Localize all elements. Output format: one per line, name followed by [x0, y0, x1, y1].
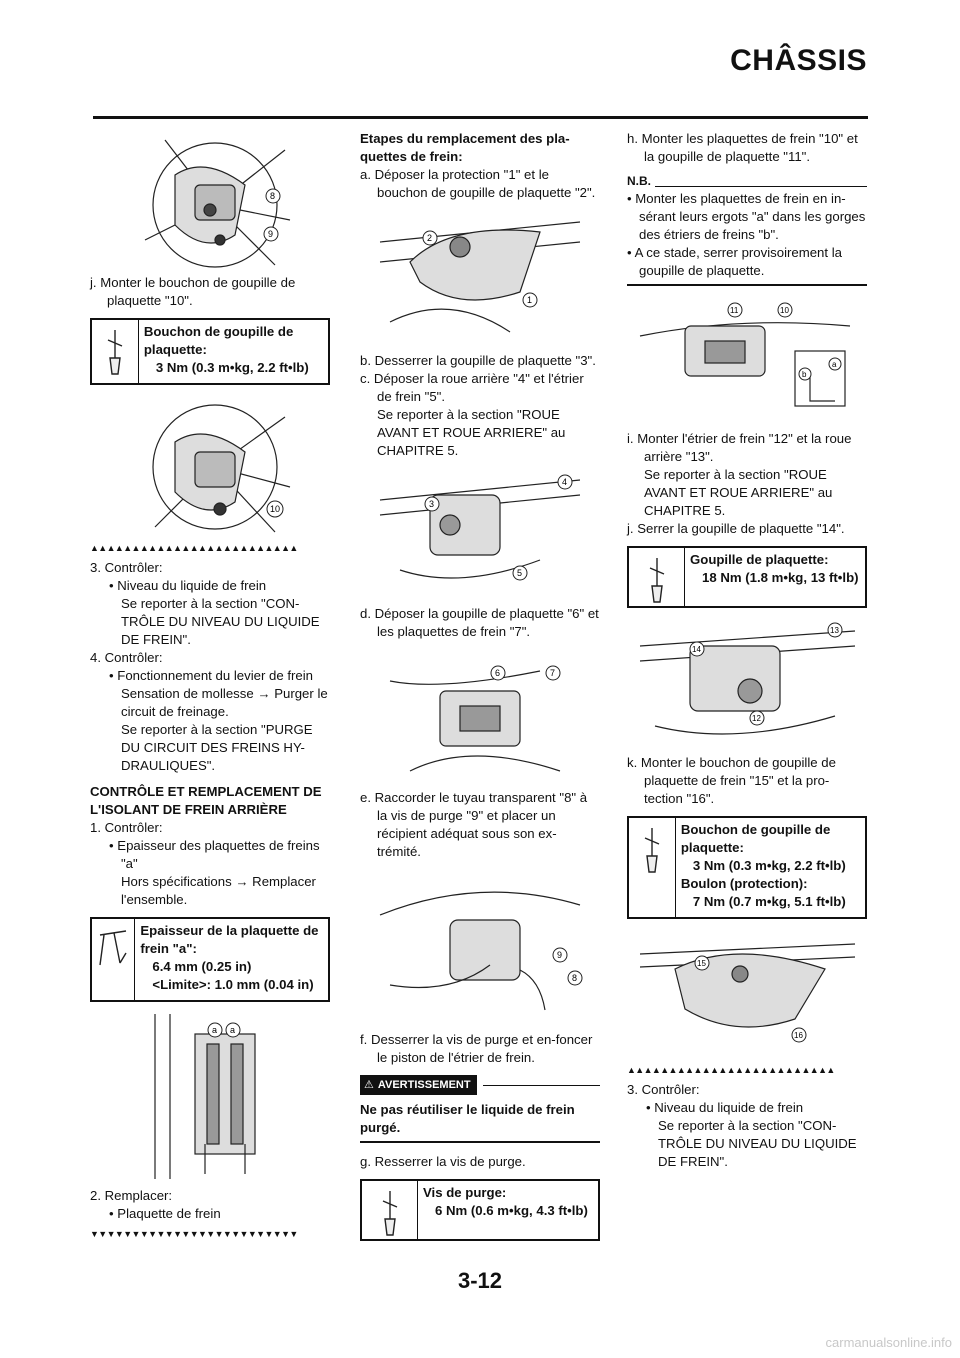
step-i: i. Monter l'étrier de frein "12" et la r… [627, 431, 852, 464]
warning-icon: ⚠ [364, 1079, 374, 1091]
torque-wrench-icon [107, 330, 123, 375]
step-g: g. Resserrer la vis de purge. [360, 1154, 526, 1169]
figure-step-d: 6 7 [370, 651, 590, 781]
rear-step-1-action: Hors spécifications → Remplacer l'ensemb… [121, 874, 316, 907]
callout-14: 14 [692, 645, 701, 654]
page-number: 3-12 [457, 1268, 503, 1293]
warning-header: ⚠AVERTISSEMENT [360, 1075, 600, 1095]
spec-box-pin-plug: Bouchon de goupille de plaquette:3 Nm (0… [90, 318, 330, 385]
spec-box-pad-pin: Goupille de plaquette:18 Nm (1.8 m•kg, 1… [627, 546, 867, 608]
callout-16: 16 [794, 1031, 803, 1040]
step-3-rear-ref: Se reporter à la section "CON-TRÔLE DU N… [658, 1118, 857, 1169]
watermark: carmanualsonline.info [825, 1335, 952, 1350]
spec-box-pin-plug-guard: Bouchon de goupille de plaquette:3 Nm (0… [627, 816, 867, 919]
callout-9b: 9 [557, 950, 562, 960]
callout-8b: 8 [572, 973, 577, 983]
step-4-bullet: • Fonctionnement du levier de frein [109, 668, 314, 683]
step-k: k. Monter le bouchon de goupille de plaq… [627, 755, 836, 806]
callout-b: b [802, 370, 807, 379]
callout-13: 13 [830, 626, 839, 635]
start-marker: ▲▲▲▲▲▲▲▲▲▲▲▲▲▲▲▲▲▲▲▲▲▲▲▲▲ [90, 543, 298, 553]
step-j-rear: j. Serrer la goupille de plaquette "14". [627, 521, 845, 536]
step-c-ref: Se reporter à la section "ROUE AVANT ET … [377, 407, 566, 458]
callout-a-3: a [832, 360, 837, 369]
rear-step-1-bullet: • Epaisseur des plaquettes de freins "a" [109, 838, 320, 871]
figure-step-k: 15 16 [635, 929, 860, 1059]
callout-6: 6 [495, 668, 500, 678]
procedure-heading: Etapes du remplacement des pla-quettes d… [360, 131, 570, 164]
torque-wrench-icon [644, 828, 660, 873]
column-2: Etapes du remplacement des pla-quettes d… [360, 130, 600, 1249]
callout-11: 11 [730, 306, 739, 315]
callout-9: 9 [268, 229, 273, 239]
step-3-bullet: • Niveau du liquide de frein [109, 578, 267, 593]
warning-text: Ne pas réutiliser le liquide de frein pu… [360, 1102, 575, 1135]
step-b: b. Desserrer la goupille de plaquette "3… [360, 353, 596, 368]
step-e: e. Raccorder le tuyau transparent "8" à … [360, 790, 588, 859]
step-4-ref: Se reporter à la section "PURGE DU CIRCU… [121, 722, 313, 773]
note-1: • Monter les plaquettes de frein en in-s… [627, 191, 866, 242]
callout-2: 2 [427, 233, 432, 243]
figure-front-brake-caliper: 8 9 [125, 130, 295, 270]
callout-15: 15 [697, 959, 706, 968]
callout-8: 8 [270, 191, 275, 201]
callout-12: 12 [752, 714, 761, 723]
step-3-ref: Se reporter à la section "CON-TRÔLE DU N… [121, 596, 320, 647]
step-a: a. Déposer la protection "1" et le bouch… [360, 167, 596, 200]
callout-1: 1 [527, 295, 532, 305]
figure-step-j: 13 14 12 [635, 616, 860, 746]
step-3-rear-bullet: • Niveau du liquide de frein [646, 1100, 804, 1115]
figure-step-h: 11 10 b a [635, 296, 860, 416]
figure-step-e: 9 8 [370, 875, 590, 1025]
step-3: 3. Contrôler: [90, 560, 163, 575]
header-rule [93, 116, 868, 119]
callout-10: 10 [270, 504, 280, 514]
torque-wrench-icon [649, 558, 664, 603]
step-c: c. Déposer la roue arrière "4" et l'étri… [360, 371, 584, 404]
callout-7: 7 [550, 668, 555, 678]
step-h: h. Monter les plaquettes de frein "10" e… [627, 131, 858, 164]
spec-box-pad-thickness: Epaisseur de la plaquette de frein "a":6… [90, 917, 330, 1002]
spec-box-bleed-screw: Vis de purge:6 Nm (0.6 m•kg, 4.3 ft•lb) [360, 1179, 600, 1241]
step-d: d. Déposer la goupille de plaquette "6" … [360, 606, 599, 639]
figure-pad-thickness: a a [135, 1014, 285, 1179]
callout-4: 4 [562, 477, 567, 487]
caliper-gauge-icon [99, 930, 127, 966]
rear-step-1: 1. Contrôler: [90, 820, 163, 835]
step-3-rear: 3. Contrôler: [627, 1082, 700, 1097]
callout-a-1: a [212, 1025, 217, 1035]
section-title: CONTRÔLE ET REMPLACEMENT DE L'ISOLANT DE… [90, 784, 322, 817]
column-3: h. Monter les plaquettes de frein "10" e… [627, 130, 867, 1171]
end-marker: ▼▼▼▼▼▼▼▼▼▼▼▼▼▼▼▼▼▼▼▼▼▼▼▼▼ [90, 1229, 298, 1239]
step-i-ref: Se reporter à la section "ROUE AVANT ET … [644, 467, 833, 518]
step-f: f. Desserrer la vis de purge et en-fonce… [360, 1032, 593, 1065]
note-header: N.B. [627, 172, 867, 190]
figure-step-c: 4 3 5 [370, 470, 590, 605]
rear-step-2: 2. Remplacer: [90, 1188, 173, 1203]
figure-step-a: 2 1 [370, 202, 590, 352]
step-j: j. Monter le bouchon de goupille de plaq… [90, 275, 296, 308]
torque-wrench-icon [382, 1191, 397, 1236]
callout-3: 3 [429, 499, 434, 509]
rear-step-2-bullet: • Plaquette de frein [109, 1206, 221, 1221]
column-1: 8 9 j. Monter le bouchon de goupille de … [90, 130, 330, 1245]
note-2: • A ce stade, serrer provisoirement la g… [627, 245, 842, 278]
callout-5: 5 [517, 568, 522, 578]
step-4-action: Sensation de mollesse → Purger le circui… [121, 686, 328, 719]
start-marker-2: ▲▲▲▲▲▲▲▲▲▲▲▲▲▲▲▲▲▲▲▲▲▲▲▲▲ [627, 1065, 835, 1075]
callout-10b: 10 [780, 306, 789, 315]
callout-a-2: a [230, 1025, 235, 1035]
figure-front-brake-caliper-2: 10 [125, 397, 295, 537]
step-4: 4. Contrôler: [90, 650, 163, 665]
page-title: CHÂSSIS [730, 44, 867, 77]
